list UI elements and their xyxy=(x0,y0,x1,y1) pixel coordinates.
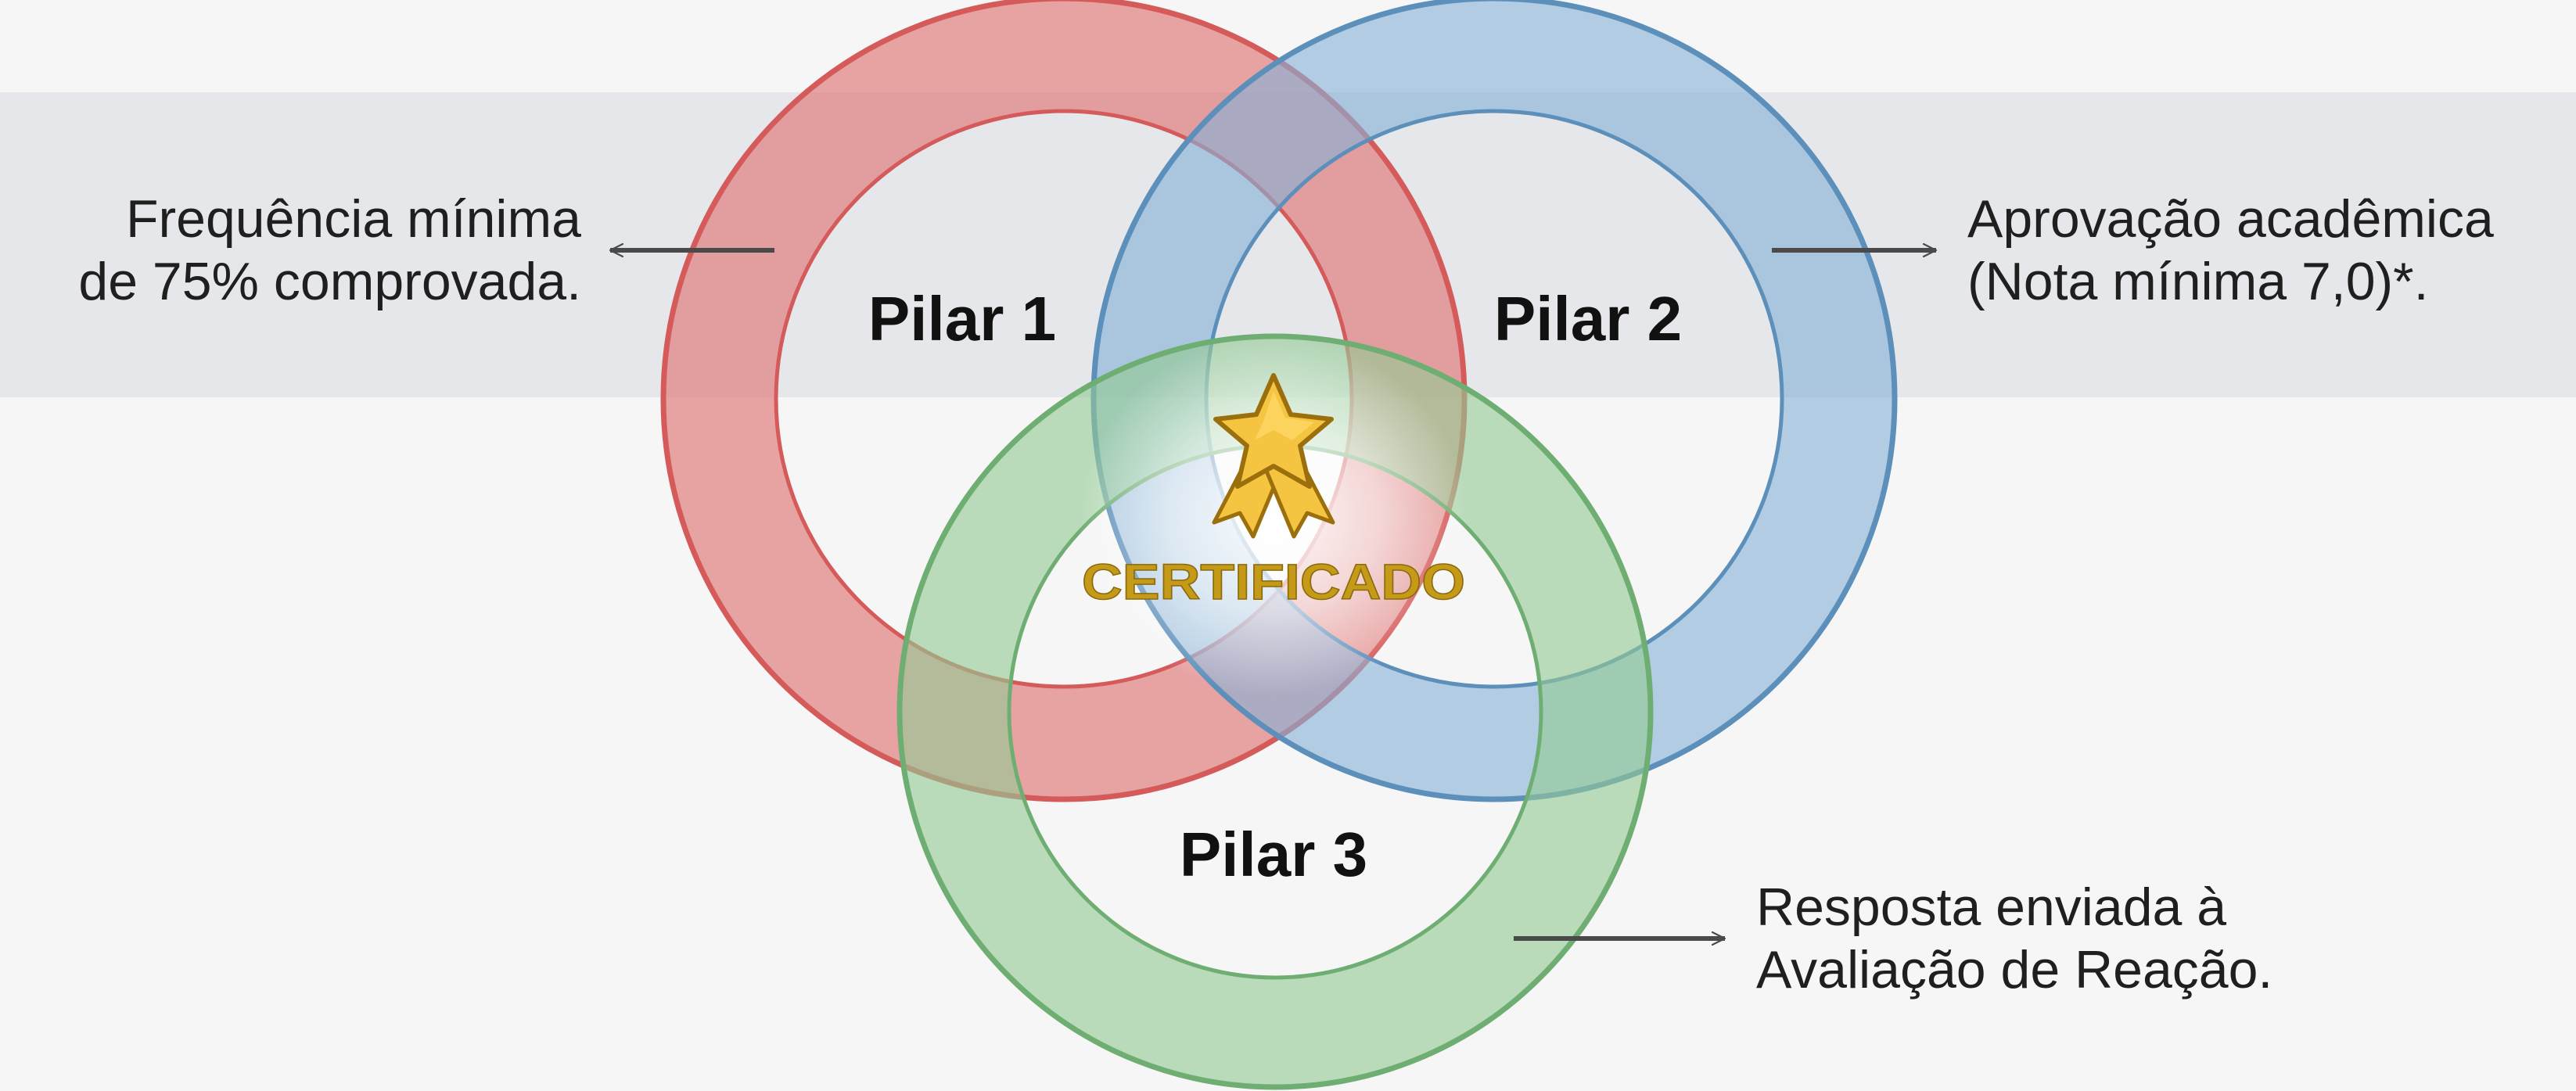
pillar-3-ring-outer-edge xyxy=(896,333,1654,1090)
pillar-1-requirement-line-1: Frequência mínima xyxy=(125,189,581,249)
pillar-2-requirement: Aprovação acadêmica (Nota mínima 7,0)*. xyxy=(1967,188,2494,313)
pillar-1-requirement: Frequência mínima de 75% comprovada. xyxy=(78,188,581,313)
pillar-3-requirement-line-1: Resposta enviada à xyxy=(1756,877,2227,937)
center-glow xyxy=(1078,336,1469,696)
pillar-2-requirement-line-2: (Nota mínima 7,0)*. xyxy=(1967,252,2429,311)
center-label: CERTIFICADO xyxy=(1082,554,1465,610)
pillar-2-title: Pilar 2 xyxy=(1494,284,1682,353)
star-highlight xyxy=(1255,391,1314,440)
pillar-3-title: Pilar 3 xyxy=(1180,820,1367,889)
pillar-1-requirement-line-2: de 75% comprovada. xyxy=(78,252,581,311)
pillar-1-title: Pilar 1 xyxy=(868,284,1056,353)
star-ribbon-icon xyxy=(1212,373,1335,539)
pillar-3-requirement: Resposta enviada à Avaliação de Reação. xyxy=(1756,876,2272,1001)
star-shape xyxy=(1213,373,1334,489)
pillar-2-requirement-line-1: Aprovação acadêmica xyxy=(1967,189,2494,249)
pillar-3-requirement-line-2: Avaliação de Reação. xyxy=(1756,940,2273,999)
